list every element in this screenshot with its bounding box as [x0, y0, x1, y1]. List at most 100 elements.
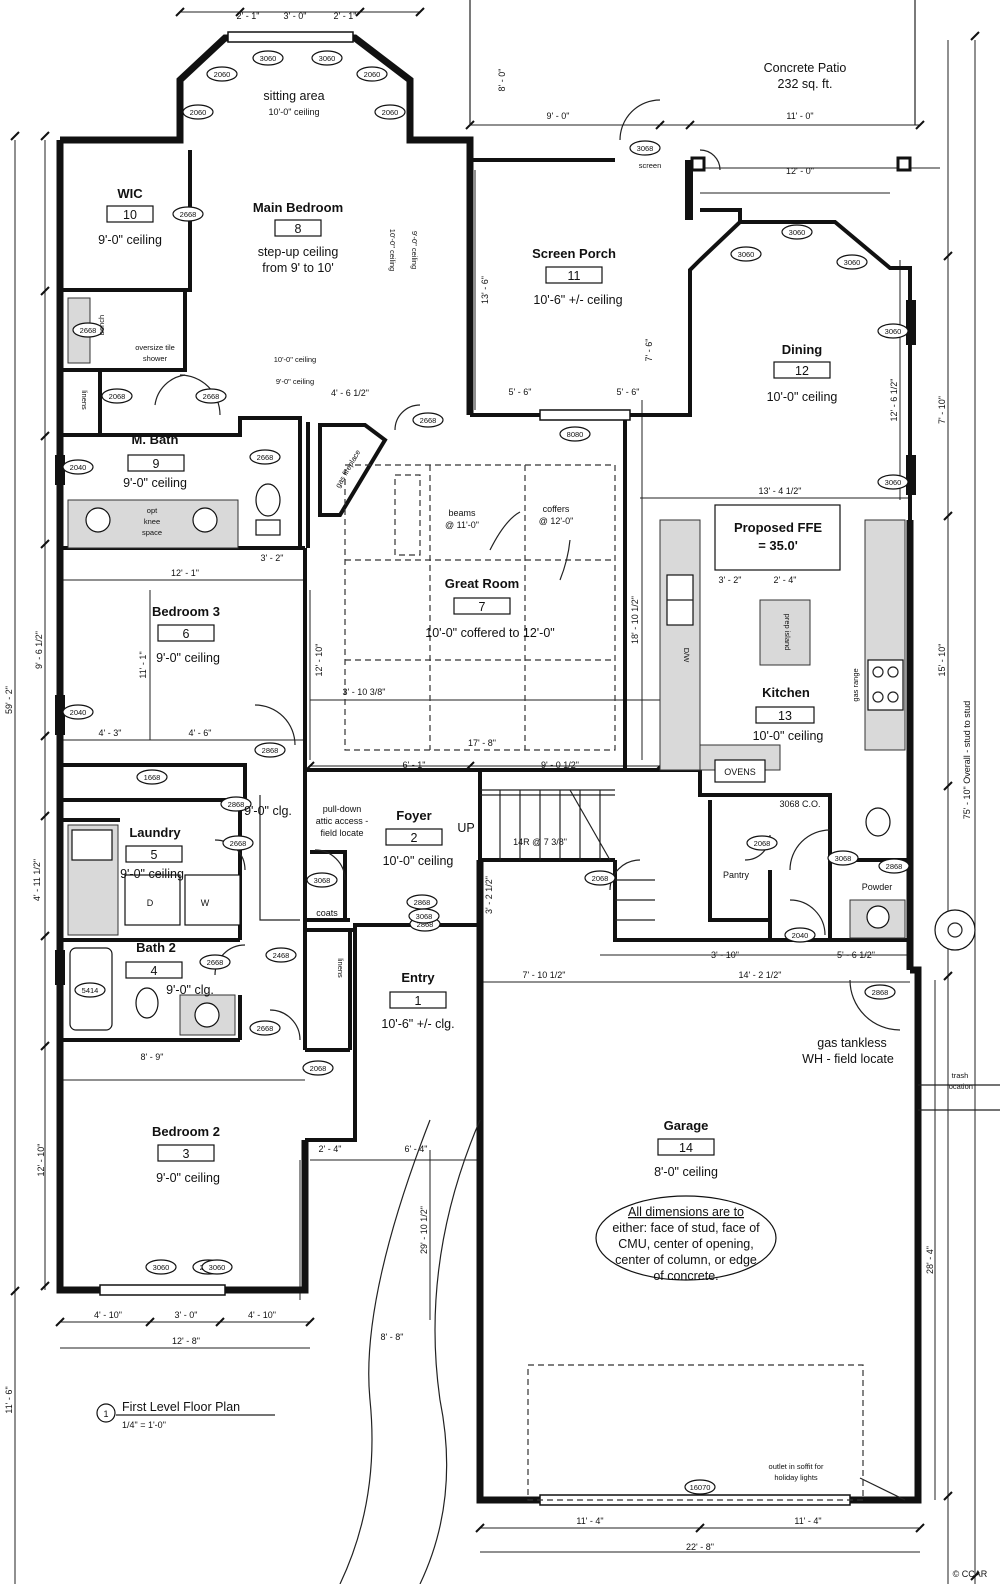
window-tag-shape	[827, 850, 859, 866]
window-tag: 3060	[145, 1259, 177, 1275]
dim-text: 5' - 6"	[509, 387, 532, 397]
coffers-label: coffers	[543, 504, 570, 514]
room-dining: Dining 12 10'-0" ceiling	[767, 342, 838, 404]
window-tag-shape	[302, 1060, 334, 1076]
window-tag-shape	[172, 206, 204, 222]
dim-text: 2' - 4"	[319, 1144, 342, 1154]
room-ceiling: 9'-0" ceiling	[98, 233, 162, 247]
window-tag-label: 3060	[789, 228, 806, 237]
window-tag: 2060	[374, 104, 406, 120]
note-line-5: of concrete.	[653, 1269, 718, 1283]
room-name: Bath 2	[136, 940, 176, 955]
window-tag: 2060	[356, 66, 388, 82]
room-number: 4	[151, 964, 158, 978]
copyright-mark: © CCAR	[953, 1569, 988, 1579]
dim-text: 2' - 4"	[774, 575, 797, 585]
window-tag-label: 2068	[754, 839, 771, 848]
room-number: 11	[568, 269, 581, 283]
window-tag-shape	[878, 858, 910, 874]
annotations: Concrete Patio 232 sq. ft. sitting area …	[80, 61, 988, 1579]
window-tag-shape	[306, 872, 338, 888]
dim-text: 28' - 4"	[925, 1246, 935, 1274]
room-name: Screen Porch	[532, 246, 616, 261]
trash-label-2: location	[947, 1082, 973, 1091]
dim-text: 11' - 4"	[794, 1516, 821, 1526]
dim-text: 12' - 10"	[314, 644, 324, 677]
room-name: WIC	[117, 186, 143, 201]
dim-text: 4' - 6"	[189, 728, 212, 738]
dim-text: 9' - 0 1/2"	[541, 760, 579, 770]
trash-label-1: trash	[952, 1071, 969, 1080]
knee-label-1: opt	[147, 506, 158, 515]
room-ceiling: 9'-0" ceiling	[120, 867, 184, 881]
window-tag: 2868	[864, 984, 896, 1000]
window-tag-label: 2068	[592, 874, 609, 883]
shower-label-1: oversize tile	[135, 343, 175, 352]
window-tag-shape	[74, 982, 106, 998]
window-tag-label: 2668	[207, 958, 224, 967]
knee-label-2: knee	[144, 517, 160, 526]
window-tag-label: 2868	[262, 746, 279, 755]
gas-range-label: gas range	[851, 668, 860, 701]
room-name: Foyer	[396, 808, 431, 823]
room-number: 9	[153, 457, 160, 471]
window-tag: 5414	[74, 982, 106, 998]
window-tag-shape	[559, 426, 591, 442]
window-tag-label: 16070	[690, 1483, 711, 1492]
cased-opening-label: 3068 C.O.	[779, 799, 820, 809]
dim-text: 11' - 6"	[4, 1386, 14, 1413]
linens-label-2: linens	[80, 390, 89, 410]
dimension-lines	[14, 11, 976, 1584]
sitting-area-label: sitting area	[263, 89, 324, 103]
room-name: Bedroom 3	[152, 604, 220, 619]
room-labels: Main Bedroom 8 step-up ceiling from 9' t…	[98, 186, 837, 1185]
ovens-label: OVENS	[724, 767, 756, 777]
window-tag: 2668	[172, 206, 204, 222]
window-tag-shape	[374, 104, 406, 120]
dim-text: 9' - 6 1/2"	[34, 631, 44, 669]
coffered-ceiling	[344, 464, 616, 751]
room-main-bedroom: Main Bedroom 8 step-up ceiling from 9' t…	[253, 200, 343, 275]
window-tag: 3060	[252, 50, 284, 66]
dim-text: 11' - 0"	[786, 111, 813, 121]
sitting-area-ceiling: 10'-0" ceiling	[269, 107, 320, 117]
window-tag: 2468	[265, 947, 297, 963]
dim-text: 15' - 10"	[937, 644, 947, 677]
kitchen-counters	[659, 504, 906, 783]
window-tag-label: 3060	[319, 54, 336, 63]
room-number: 5	[151, 848, 158, 862]
window-tag-shape	[182, 104, 214, 120]
dim-text: 3' - 2"	[261, 553, 284, 563]
tankless-label-2: WH - field locate	[802, 1052, 894, 1066]
interior-walls	[58, 150, 910, 1052]
window-tag-shape	[781, 224, 813, 240]
dim-text: 7' - 10"	[937, 396, 947, 424]
window-tag-shape	[864, 984, 896, 1000]
window-tag-label: 2668	[203, 392, 220, 401]
plan-number: 1	[103, 1409, 108, 1419]
outlet-label-2: holiday lights	[774, 1473, 818, 1482]
window-tag: 2040	[784, 927, 816, 943]
ffe-label: Proposed FFE	[734, 520, 822, 535]
window-tag: 3060	[877, 474, 909, 490]
ffe-value: = 35.0'	[758, 538, 798, 553]
window-tag-shape	[408, 908, 440, 924]
dim-text: 59' - 2"	[4, 686, 14, 714]
room-number: 6	[183, 627, 190, 641]
overall-dimension: 75' - 10" Overall - stud to stud	[962, 701, 972, 819]
window-tag-shape	[877, 323, 909, 339]
room-kitchen: Kitchen 13 10'-0" ceiling	[753, 685, 824, 743]
window-tag: 3060	[877, 323, 909, 339]
window-tag-shape	[629, 140, 661, 156]
powder-label: Powder	[862, 882, 893, 892]
room-ceiling: 10'-0" ceiling	[753, 729, 824, 743]
room-great-room: Great Room 7 10'-0" coffered to 12'-0"	[425, 576, 554, 640]
note-line-2: either: face of stud, face of	[612, 1221, 760, 1235]
vertical-ceiling-note-2: 9'-0" ceiling	[410, 231, 419, 269]
dim-text: 9' - 0"	[547, 111, 570, 121]
dim-text: 5' - 6 1/2"	[837, 950, 875, 960]
window-tag: 2668	[249, 449, 281, 465]
window-tag-label: 3060	[844, 258, 861, 267]
window-tag-shape	[206, 66, 238, 82]
